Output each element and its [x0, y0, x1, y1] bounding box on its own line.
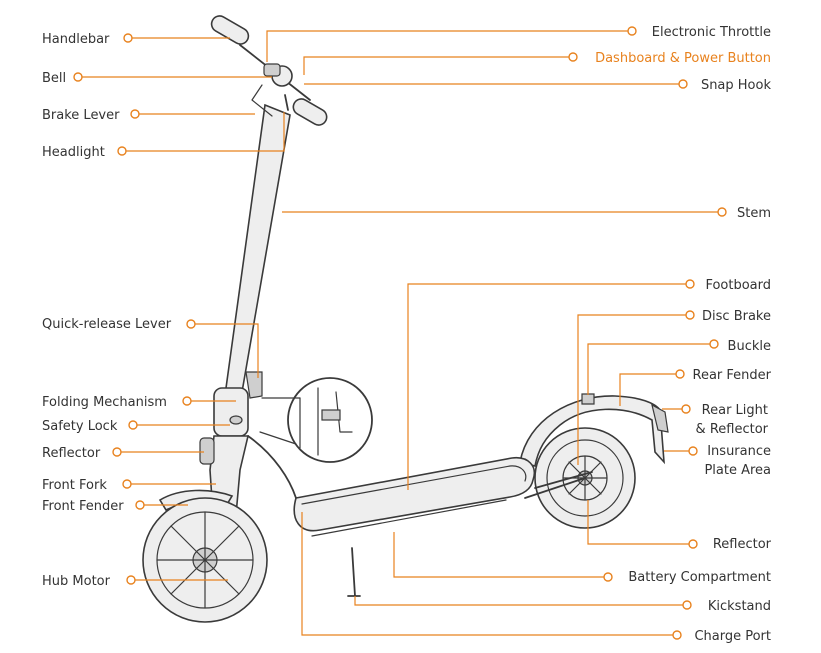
label-bell: Bell: [42, 71, 66, 86]
leader-dot: [685, 279, 695, 289]
leader-dot: [126, 575, 136, 585]
front-wheel: [142, 497, 268, 623]
leader-dot: [603, 572, 613, 582]
label-front-fork: Front Fork: [42, 478, 107, 493]
leader-dot: [678, 79, 688, 89]
label-dashboard-power-button: Dashboard & Power Button: [595, 51, 771, 66]
label-stem: Stem: [737, 206, 771, 221]
label-snap-hook: Snap Hook: [701, 78, 772, 93]
label-hub-motor: Hub Motor: [42, 574, 111, 589]
leader-dot: [675, 369, 685, 379]
label-kickstand: Kickstand: [708, 599, 771, 614]
leader-dot: [117, 146, 127, 156]
leader-lines: [73, 26, 727, 640]
folding-mechanism-shape: [213, 371, 263, 437]
label-quick-release-lever: Quick-release Lever: [42, 317, 172, 332]
label-insurance-line1: Insurance: [707, 444, 771, 459]
folding-detail-inset: [259, 377, 373, 463]
leader-dot: [709, 339, 719, 349]
leader-dot: [627, 26, 637, 36]
leader-dot: [123, 33, 133, 43]
labels-right: Electronic Throttle Dashboard & Power Bu…: [595, 25, 772, 644]
rear-light-shape: [651, 403, 669, 433]
leader-dot: [568, 52, 578, 62]
leader-dot: [73, 72, 83, 82]
label-disc-brake: Disc Brake: [702, 309, 771, 324]
label-rear-light-line2: & Reflector: [696, 422, 769, 437]
kickstand-shape: [347, 547, 361, 597]
label-charge-port: Charge Port: [694, 629, 771, 644]
leader-dot: [182, 396, 192, 406]
rear-fender: [519, 395, 665, 467]
label-safety-lock: Safety Lock: [42, 419, 118, 434]
scooter-illustration: [142, 15, 669, 623]
leader-dot: [122, 479, 132, 489]
label-rear-fender: Rear Fender: [693, 368, 772, 383]
leader-dot: [681, 404, 691, 414]
leader-dot: [685, 310, 695, 320]
footboard-deck: [293, 456, 535, 532]
leader-dot: [688, 539, 698, 549]
label-electronic-throttle: Electronic Throttle: [652, 25, 771, 40]
labels-left: Handlebar Bell Brake Lever Headlight Qui…: [42, 32, 172, 589]
leader-dot: [672, 630, 682, 640]
label-handlebar: Handlebar: [42, 32, 110, 47]
label-buckle: Buckle: [728, 339, 771, 354]
label-insurance-line2: Plate Area: [704, 463, 771, 478]
leader-dot: [112, 447, 122, 457]
leader-dot: [688, 446, 698, 456]
buckle-shape: [581, 393, 595, 405]
leader-dot: [186, 319, 196, 329]
label-battery-compartment: Battery Compartment: [628, 570, 771, 585]
leader-dot: [130, 109, 140, 119]
front-reflector-shape: [199, 437, 215, 465]
label-reflector-front: Reflector: [42, 446, 101, 461]
label-folding-mechanism: Folding Mechanism: [42, 395, 167, 410]
leader-dot: [135, 500, 145, 510]
leader-dot: [682, 600, 692, 610]
label-reflector-rear: Reflector: [713, 537, 772, 552]
leader-dot: [717, 207, 727, 217]
label-footboard: Footboard: [705, 278, 771, 293]
label-brake-lever: Brake Lever: [42, 108, 120, 123]
label-headlight: Headlight: [42, 145, 105, 160]
label-rear-light-line1: Rear Light: [702, 403, 768, 418]
handlebar-assembly: [210, 15, 328, 126]
label-front-fender: Front Fender: [42, 499, 124, 514]
rear-arm: [524, 471, 593, 499]
leader-dot: [128, 420, 138, 430]
